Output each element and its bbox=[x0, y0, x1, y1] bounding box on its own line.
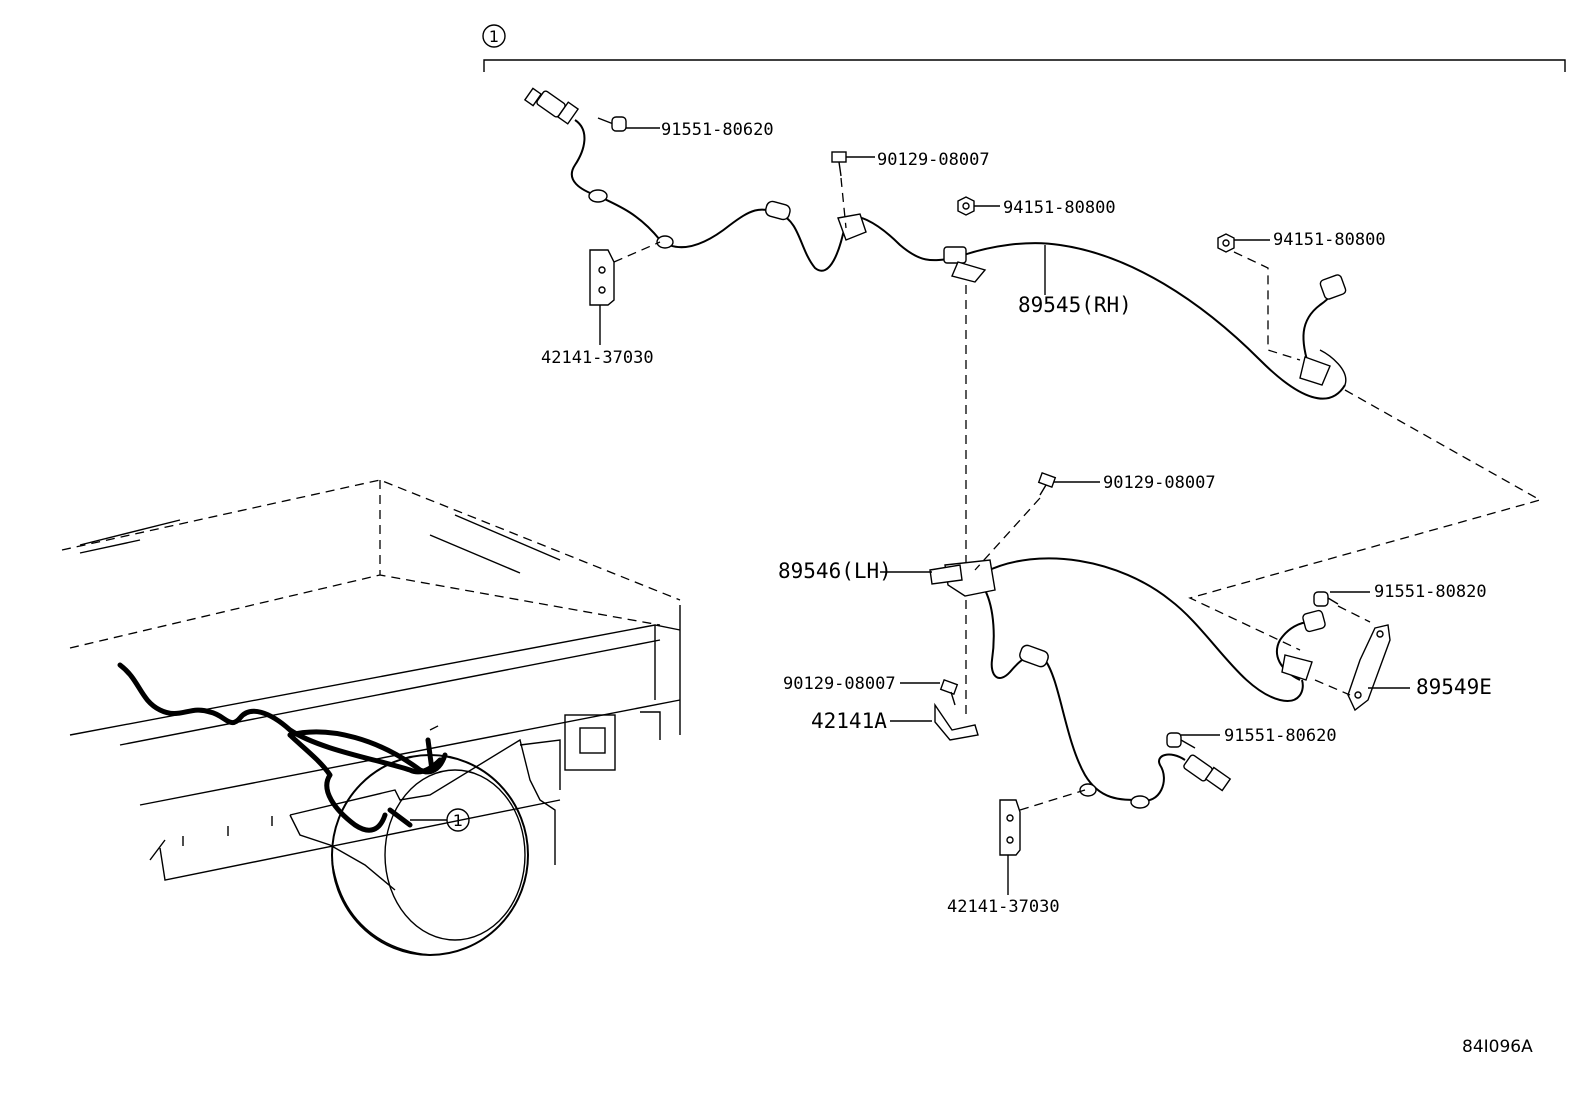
bolt-91551-80620-low bbox=[1166, 732, 1220, 749]
lh-sensor-harness bbox=[929, 557, 1326, 809]
bracket-42141-37030-top bbox=[589, 241, 661, 345]
label-91551-80820: 91551-80820 bbox=[1374, 582, 1487, 602]
label-94151-80800-right: 94151-80800 bbox=[1273, 230, 1386, 250]
label-42141-37030-low: 42141-37030 bbox=[947, 897, 1060, 917]
label-90129-08007-low: 90129-08007 bbox=[783, 674, 896, 694]
label-89546-lh: 89546(LH) bbox=[778, 559, 892, 583]
bolt-90129-08007-top bbox=[831, 151, 875, 229]
bracket-42141a bbox=[890, 702, 979, 741]
figure-code: 84I096A bbox=[1462, 1037, 1533, 1057]
truck-illustration: 1 bbox=[61, 479, 681, 956]
label-89549e: 89549E bbox=[1416, 675, 1492, 699]
assembly-marker-number: 1 bbox=[489, 27, 499, 46]
label-90129-08007-top: 90129-08007 bbox=[877, 150, 990, 170]
bolt-91551-80820 bbox=[1313, 591, 1371, 623]
label-94151-80800-mid: 94151-80800 bbox=[1003, 198, 1116, 218]
label-91551-80620-top: 91551-80620 bbox=[661, 120, 774, 140]
truck-callout-number: 1 bbox=[453, 811, 463, 830]
label-90129-08007-mid: 90129-08007 bbox=[1103, 473, 1216, 493]
bracket-42141-37030-low bbox=[999, 789, 1086, 895]
bolt-91551-80620-top bbox=[597, 116, 660, 132]
rh-sensor-head bbox=[523, 87, 580, 125]
label-91551-80620-low: 91551-80620 bbox=[1224, 726, 1337, 746]
bolt-90129-08007-low bbox=[900, 679, 959, 706]
bracket-89549e bbox=[1314, 624, 1410, 712]
assembly-bracket: 1 bbox=[482, 24, 1566, 72]
rh-sensor-harness bbox=[523, 87, 1347, 400]
label-89545-rh: 89545(RH) bbox=[1018, 293, 1132, 317]
label-42141a: 42141A bbox=[811, 709, 887, 733]
label-42141-37030-top: 42141-37030 bbox=[541, 348, 654, 368]
nut-94151-80800-mid bbox=[957, 196, 1000, 216]
bolt-90129-08007-mid bbox=[974, 472, 1100, 571]
nut-94151-80800-right bbox=[1217, 233, 1301, 361]
